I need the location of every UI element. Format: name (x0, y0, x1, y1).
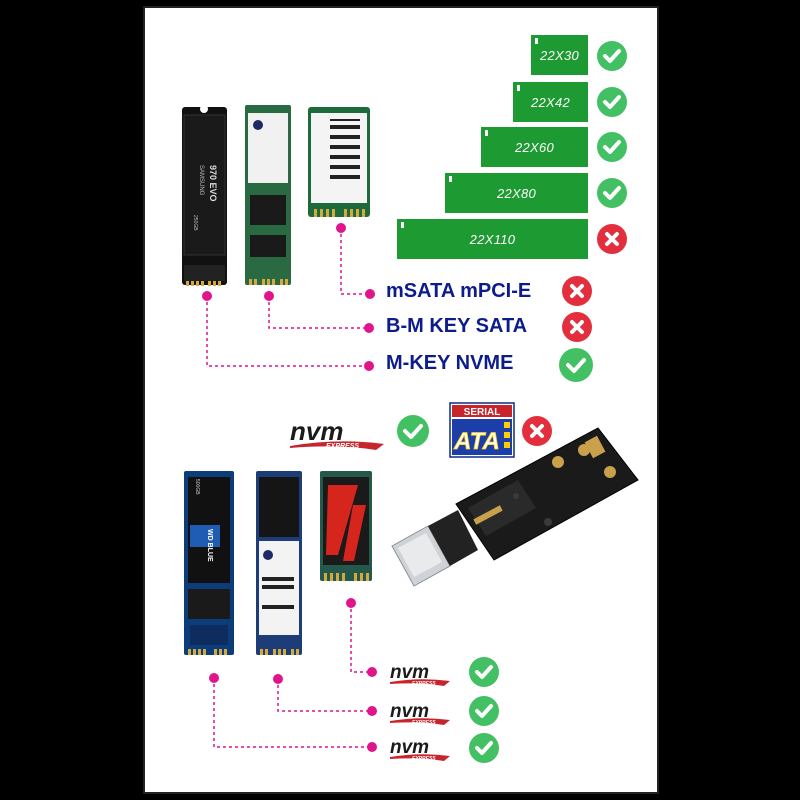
drive-model-label: 970 EVO (208, 165, 218, 202)
size-bar-22x80: 22X80 (445, 173, 588, 213)
nvm-express-logo-small: nvm EXPRESS (390, 662, 450, 687)
ssd-black-970evo: 970 EVO SAMSUNG 250GB (182, 105, 227, 286)
check-icon (597, 41, 627, 71)
ssd-short-red (320, 471, 372, 581)
usb-plug (391, 510, 478, 587)
content-border (143, 6, 659, 794)
cross-icon (597, 224, 627, 254)
nvm-express-logo-small: nvm EXPRESS (390, 737, 450, 762)
size-bar-22x60: 22X60 (481, 127, 588, 167)
size-label: 22X110 (469, 231, 516, 247)
ssd-green-bm-key (245, 105, 291, 285)
express-logo-text: EXPRESS (412, 756, 436, 762)
drive-capacity-label: 250GB (192, 215, 198, 231)
size-bar-22x30: 22X30 (531, 35, 588, 75)
drive-brand-label: SAMSUNG (198, 165, 204, 196)
cross-icon (522, 416, 552, 446)
check-icon (397, 415, 429, 447)
size-label: 22X42 (530, 94, 571, 110)
size-bar-22x110: 22X110 (397, 219, 588, 259)
check-icon (597, 87, 627, 117)
bottom-drives-illustration: WD BLUE 500GB (184, 471, 372, 655)
interface-label-msata: mSATA mPCI-E (386, 280, 532, 302)
nvm-express-logo-small: nvm EXPRESS (390, 701, 450, 726)
interface-label-bm-key-sata: B-M KEY SATA (386, 315, 528, 337)
m2-slot (468, 480, 536, 536)
nvm-logo-text: nvm (290, 416, 343, 446)
wd-capacity-label: 500GB (194, 479, 200, 495)
check-icon (469, 657, 499, 687)
check-icon (469, 733, 499, 763)
wd-model-label: WD BLUE (206, 529, 213, 562)
size-label: 22X30 (539, 47, 580, 63)
check-icon (597, 178, 627, 208)
interface-label-m-key-nvme: M-KEY NVME (386, 352, 514, 374)
nvm-logo-text: nvm (390, 737, 429, 758)
cross-icon (562, 312, 592, 342)
express-logo-text: EXPRESS (412, 681, 436, 687)
size-label: 22X80 (496, 185, 537, 201)
ssd-wd-blue: WD BLUE 500GB (184, 471, 234, 655)
size-label: 22X60 (514, 139, 555, 155)
check-icon (559, 348, 593, 382)
adapter-board (455, 427, 639, 561)
usb-adapter-illustration (391, 427, 639, 587)
nvm-logo-text: nvm (390, 701, 429, 722)
check-icon (469, 696, 499, 726)
express-logo-text: EXPRESS (326, 443, 359, 450)
ssd-white-label (256, 471, 302, 655)
express-logo-text: EXPRESS (412, 720, 436, 726)
ata-logo-text: ATA (453, 428, 500, 455)
ssd-msata (308, 107, 370, 217)
nvm-express-logo: nvm EXPRESS (290, 416, 384, 450)
serial-ata-logo: SERIAL ATA (449, 402, 515, 458)
nvm-logo-text: nvm (390, 662, 429, 683)
cross-icon (562, 276, 592, 306)
size-bar-22x42: 22X42 (513, 82, 588, 122)
serial-logo-text: SERIAL (464, 407, 501, 418)
top-drives-illustration: 970 EVO SAMSUNG 250GB (182, 105, 370, 286)
check-icon (597, 132, 627, 162)
